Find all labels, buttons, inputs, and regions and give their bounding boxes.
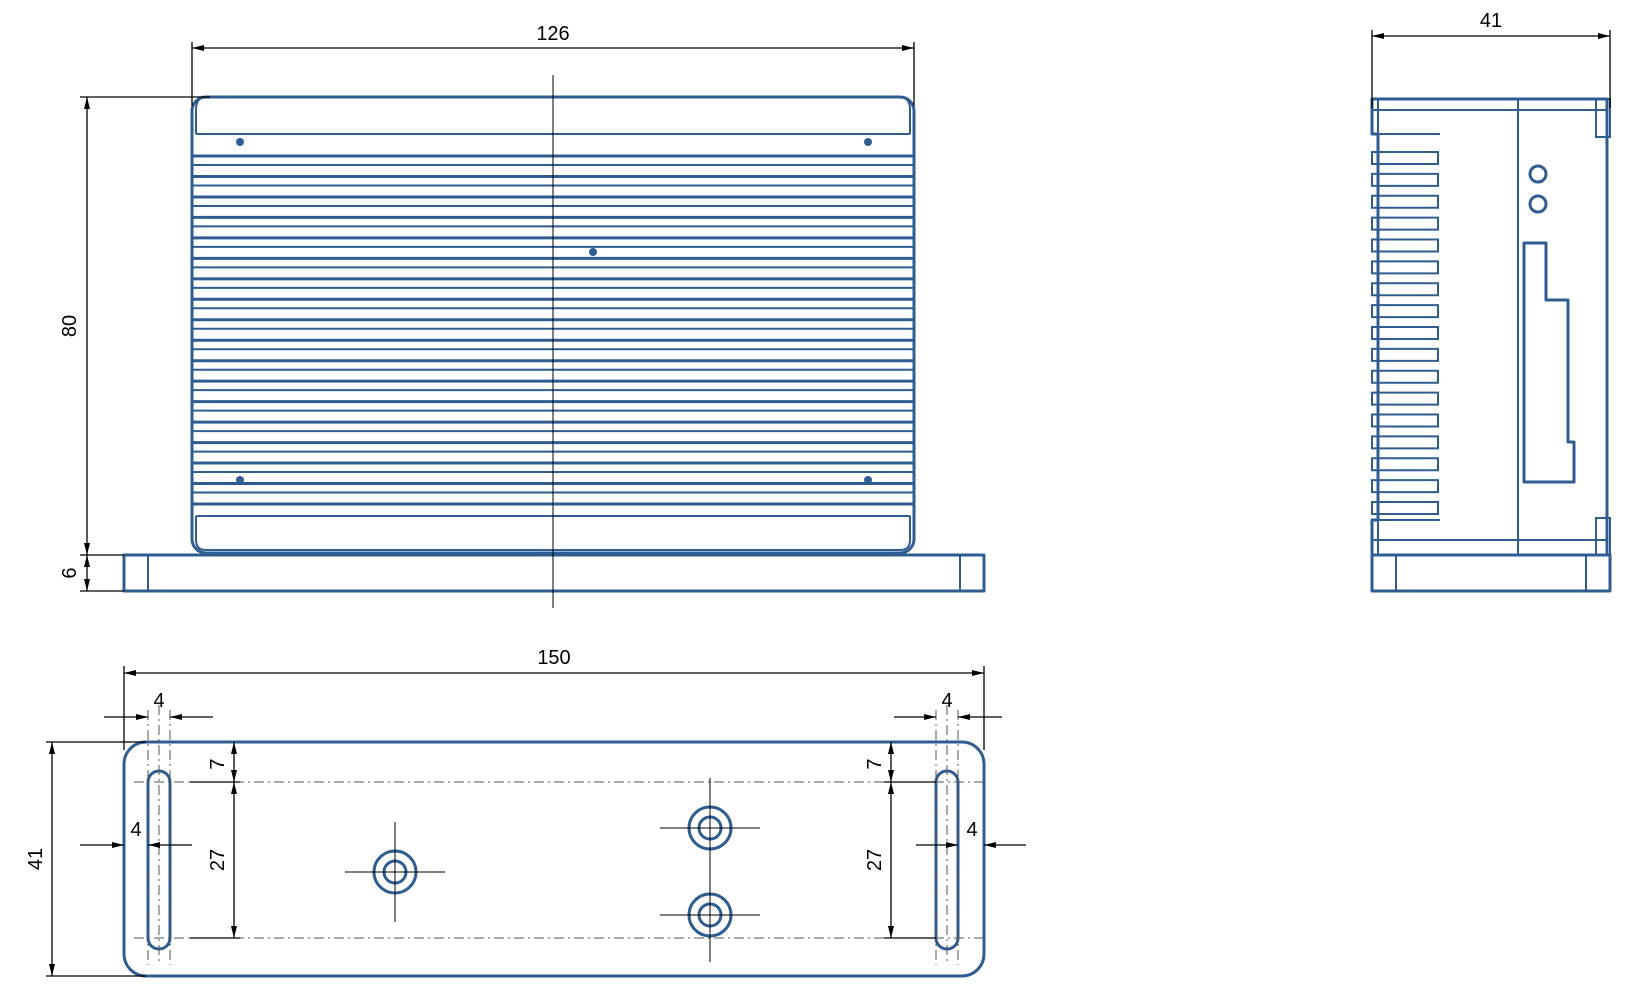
left-slot-top-label: 7 — [207, 758, 229, 769]
side-fin — [1371, 435, 1439, 450]
side-depth-label: 41 — [1480, 10, 1502, 32]
side-led-hole — [1528, 194, 1548, 214]
side-fin — [1371, 194, 1439, 209]
left-slot-length-label: 27 — [207, 849, 229, 871]
base-length-label: 150 — [537, 647, 570, 669]
side-fin — [1371, 347, 1439, 362]
side-fin — [1371, 501, 1439, 515]
side-led-hole — [1528, 164, 1548, 184]
side-fin — [1371, 151, 1439, 165]
side-base-plate — [1370, 553, 1612, 593]
front-screw-dot — [236, 476, 244, 484]
left-slot-offset-label: 4 — [130, 819, 141, 841]
base-view: 150 41 4 4 7 27 4 4 7 — [25, 647, 1026, 978]
front-base-height-label: 6 — [59, 567, 81, 578]
side-fin — [1371, 413, 1439, 428]
front-screw-dot — [864, 138, 872, 146]
side-fin — [1371, 479, 1439, 494]
side-body-outline — [1370, 97, 1609, 557]
side-fin — [1371, 457, 1439, 472]
mounting-hole — [660, 778, 760, 878]
front-screw-dot — [236, 138, 244, 146]
base-plate-outline — [122, 740, 986, 978]
side-fin — [1371, 216, 1439, 231]
side-connector — [1522, 241, 1576, 484]
side-view: 41 — [1370, 10, 1612, 593]
right-slot-width-label: 4 — [941, 690, 952, 712]
side-fin — [1371, 260, 1439, 275]
base-width-label: 41 — [25, 848, 47, 870]
front-screw-dot — [864, 476, 872, 484]
side-fin — [1371, 304, 1439, 319]
side-fin — [1371, 282, 1439, 297]
side-fin — [1371, 369, 1439, 384]
mounting-hole — [345, 822, 445, 922]
right-slot-length-label: 27 — [864, 849, 886, 871]
mounting-hole — [660, 849, 760, 962]
side-fins — [1371, 151, 1439, 515]
side-clip — [1595, 98, 1611, 138]
front-screw-dot — [589, 248, 597, 256]
right-slot-top-label: 7 — [864, 758, 886, 769]
front-view: 126 80 6 — [59, 23, 986, 608]
left-slot-width-label: 4 — [153, 690, 164, 712]
front-base-plate — [122, 553, 986, 593]
side-fin — [1371, 172, 1439, 187]
side-fin — [1371, 391, 1439, 406]
side-fin — [1371, 326, 1439, 340]
right-slot-offset-label: 4 — [966, 819, 977, 841]
front-width-label: 126 — [536, 23, 569, 45]
side-fin — [1371, 238, 1439, 253]
front-height-label: 80 — [59, 315, 81, 337]
